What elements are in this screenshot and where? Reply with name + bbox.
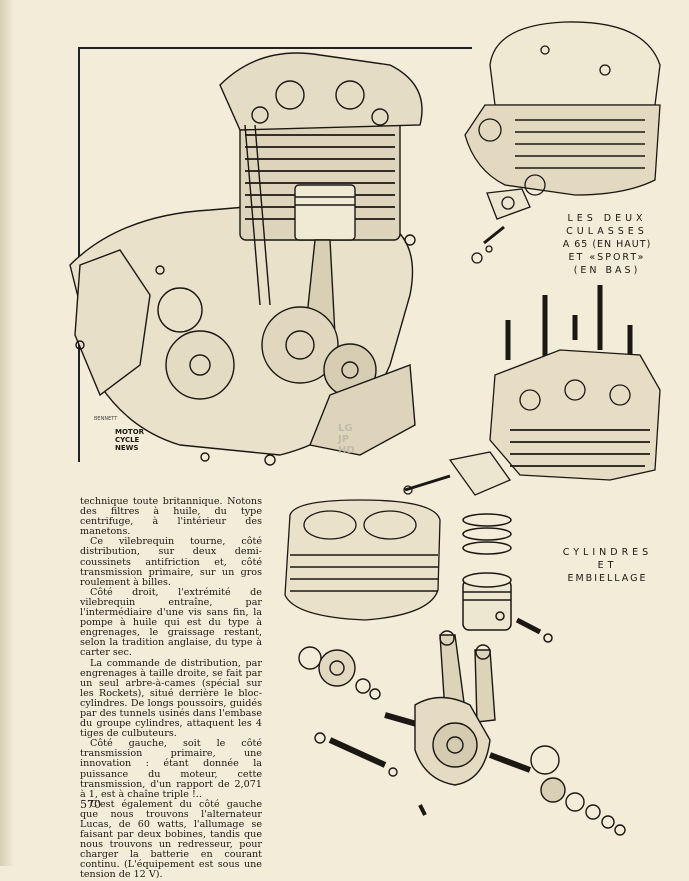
- caption-cylindres: CYLINDRES ET EMBIELLAGE: [555, 546, 660, 585]
- watermark-line: JP: [338, 434, 350, 445]
- body-paragraph: technique toute britannique. Notons des …: [80, 496, 262, 538]
- body-paragraph: Côté gauche, soit le côté transmission p…: [80, 738, 262, 800]
- watermark-line: HD: [338, 445, 355, 456]
- cylinder-block-illustration: [284, 499, 441, 621]
- body-paragraph: Ce vilebrequin tourne, côté distribution…: [80, 536, 262, 588]
- caption-line: (EN BAS): [573, 265, 641, 276]
- page-number: 570: [80, 798, 101, 811]
- caption-line: EMBIELLAGE: [567, 573, 648, 584]
- illustration-frame-left: [78, 47, 80, 462]
- caption-line: CYLINDRES: [562, 547, 653, 558]
- article-body: technique toute britannique. Notons des …: [80, 496, 262, 881]
- body-paragraph: Côté droit, l'extrémité de vilebrequin e…: [80, 586, 262, 659]
- logo-line: NEWS: [115, 444, 139, 452]
- caption-line: CULASSES: [566, 226, 648, 237]
- caption-line: ET «SPORT»: [568, 252, 646, 263]
- crankshaft-and-conrods-illustration: [298, 630, 626, 836]
- caption-line: LES DEUX: [567, 213, 647, 224]
- illustration-frame-top: [78, 47, 472, 49]
- engine-cutaway-illustration: [69, 52, 423, 466]
- artist-signature: BENNETT: [94, 416, 118, 422]
- logo-line: MOTOR: [115, 428, 145, 436]
- caption-culasses: LES DEUX CULASSES A 65 (EN HAUT) ET «SPO…: [557, 212, 657, 277]
- piston-and-rings-illustration: [462, 513, 553, 643]
- scan-watermark: LG JP HD: [338, 423, 355, 456]
- body-paragraph: La commande de distribution, par engrena…: [80, 657, 262, 740]
- sport-cylinder-head-illustration: [403, 285, 661, 496]
- head-gasket-and-bolt-illustration: [471, 188, 531, 264]
- caption-line: ET: [597, 560, 618, 571]
- page-binding-edge: [0, 0, 14, 866]
- logo-line: CYCLE: [115, 436, 140, 444]
- body-paragraph: C'est également du côté gauche que nous …: [80, 798, 262, 881]
- a65-cylinder-head-illustration: [464, 21, 661, 196]
- watermark-line: LG: [338, 423, 353, 434]
- caption-line: A 65 (EN HAUT): [562, 239, 652, 250]
- motor-cycle-news-logo: MOTOR CYCLE NEWS: [115, 428, 144, 452]
